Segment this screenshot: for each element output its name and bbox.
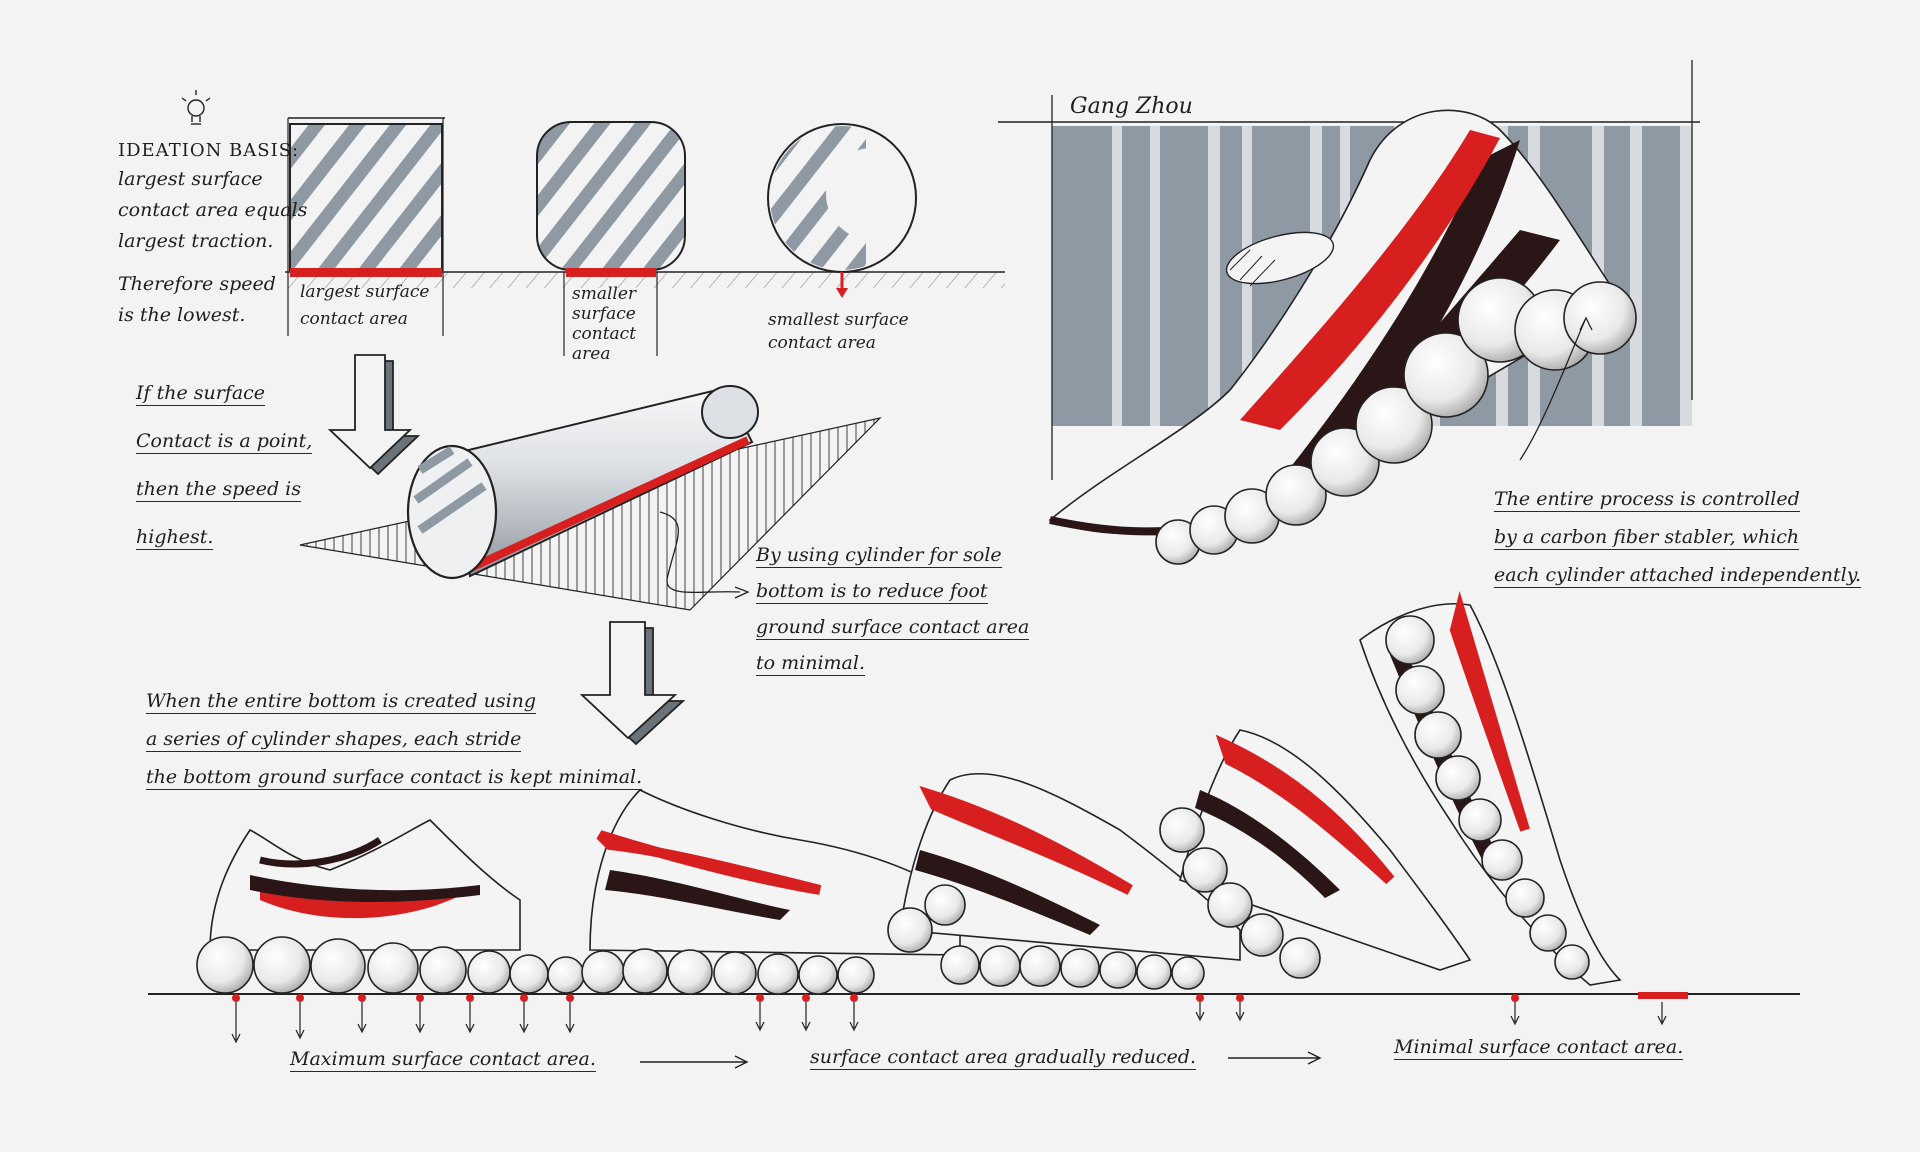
square-shape [289,123,443,271]
circle-label: smallest surface contact area [768,312,909,352]
point-note-line: Contact is a point, [136,430,313,454]
cylinder-note-line: to minimal. [756,652,865,676]
arrow-down-icon-2 [579,621,686,746]
ideation-line: contact area equals [118,199,308,221]
contact-markers [231,992,1688,1044]
label-gradual-reduction: surface contact area gradually reduced. [810,1046,1197,1070]
series-note-line: a series of cylinder shapes, each stride [146,728,522,752]
progress-arrows [640,1051,1322,1069]
rounded-label: smaller surface contact area [572,286,636,363]
pointer-line [659,511,741,593]
hero-cylinder-sole [1155,277,1637,565]
ideation-note: IDEATION BASIS: largest surface contact … [118,142,307,325]
hero-shoe-sketch [998,60,1700,536]
ideation-line: Therefore speed [118,273,276,295]
lightbulb-icon [181,90,211,125]
signature: Gang Zhou [1070,94,1193,119]
circle-label-line: contact area [768,333,876,353]
pointer-line-2 [1519,319,1586,461]
cylinder-note: By using cylinder for sole bottom is to … [756,544,1030,676]
shoe-sequence [209,590,1622,986]
square-label-line: largest surface [300,282,430,302]
rounded-label-line: smaller [572,284,637,304]
rounded-label-line: contact [572,324,637,344]
point-note: If the surface Contact is a point, then … [136,382,313,550]
label-maximum-contact: Maximum surface contact area. [290,1048,596,1072]
series-note-line: the bottom ground surface contact is kep… [146,766,643,790]
shoe-step-1 [209,819,521,951]
cylinder-illustration [299,385,882,611]
cylinder-note-line: By using cylinder for sole [756,544,1002,568]
series-note-line: When the entire bottom is created using [146,690,537,714]
square-label-line: contact area [300,309,408,329]
rounded-label-line: surface [572,304,636,324]
ideation-heading: IDEATION BASIS: [118,140,300,161]
rounded-label-line: area [572,344,611,364]
shoe-step-4 [1179,729,1472,971]
carbon-note-line: by a carbon fiber stabler, which [1494,526,1800,550]
square-label: largest surface contact area [300,284,429,328]
shoe-step-3 [899,772,1241,961]
point-note-line: then the speed is [136,478,301,502]
carbon-note-line: The entire process is controlled [1494,488,1800,512]
ideation-line: is the lowest. [118,304,246,326]
point-note-line: If the surface [136,382,266,406]
series-note: When the entire bottom is created using … [146,690,643,790]
rounded-contact-highlight [566,268,656,277]
cylinder-note-line: bottom is to reduce foot [756,580,988,604]
arrow-down-icon [327,354,421,476]
rounded-square-shape [536,121,686,271]
point-note-line: highest. [136,526,214,550]
ideation-line: largest surface [118,168,263,190]
ideation-line: largest traction. [118,230,274,252]
cylinder-note-line: ground surface contact area [756,616,1030,640]
sequence-cylinder-sole [196,615,1590,995]
circle-label-line: smallest surface [768,310,909,330]
carbon-note: The entire process is controlled by a ca… [1494,488,1862,588]
label-minimal-contact: Minimal surface contact area. [1394,1036,1684,1060]
square-contact-highlight [290,268,442,277]
shape-comparison [285,117,1005,356]
shoe-step-2 [589,789,961,956]
carbon-note-line: each cylinder attached independently. [1494,564,1862,588]
